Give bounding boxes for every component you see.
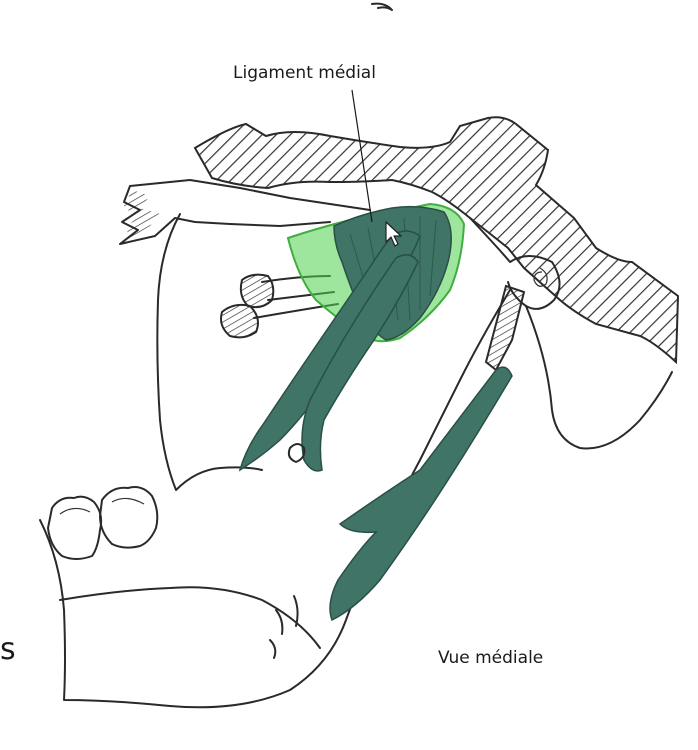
- top-edge-stroke: [371, 2, 393, 11]
- hyoid-process-hatched: [220, 303, 259, 339]
- skull-base-hatched: [193, 116, 680, 365]
- label-leader-line: [351, 89, 373, 223]
- molar-tooth-left: [47, 495, 103, 560]
- cropped-text-fragment: s: [0, 632, 16, 667]
- pterygoid-plate-hatched: [239, 273, 275, 309]
- ligament-medial-label: Ligament médial: [233, 63, 376, 83]
- mandible-inner-line: [59, 586, 321, 649]
- styloid-process: [484, 284, 526, 372]
- mylohyoid-groove: [269, 595, 299, 659]
- mandible-ramus-outline: [156, 213, 263, 491]
- mouse-pointer-icon: [385, 221, 402, 247]
- mastoid-outline: [525, 305, 673, 450]
- stylomandibular-ligament: [329, 366, 513, 622]
- molar-cusp-lines: [59, 497, 145, 515]
- ligament-band-descending: [301, 254, 419, 472]
- view-caption: Vue médiale: [438, 648, 544, 668]
- mandible-body-outline: [39, 519, 381, 709]
- condyle-outline: [469, 217, 561, 310]
- molar-tooth-right: [99, 486, 159, 549]
- lingula-knob: [287, 443, 306, 463]
- zygomatic-hatch: [124, 190, 160, 238]
- condyle-inner-swirl: [533, 267, 548, 287]
